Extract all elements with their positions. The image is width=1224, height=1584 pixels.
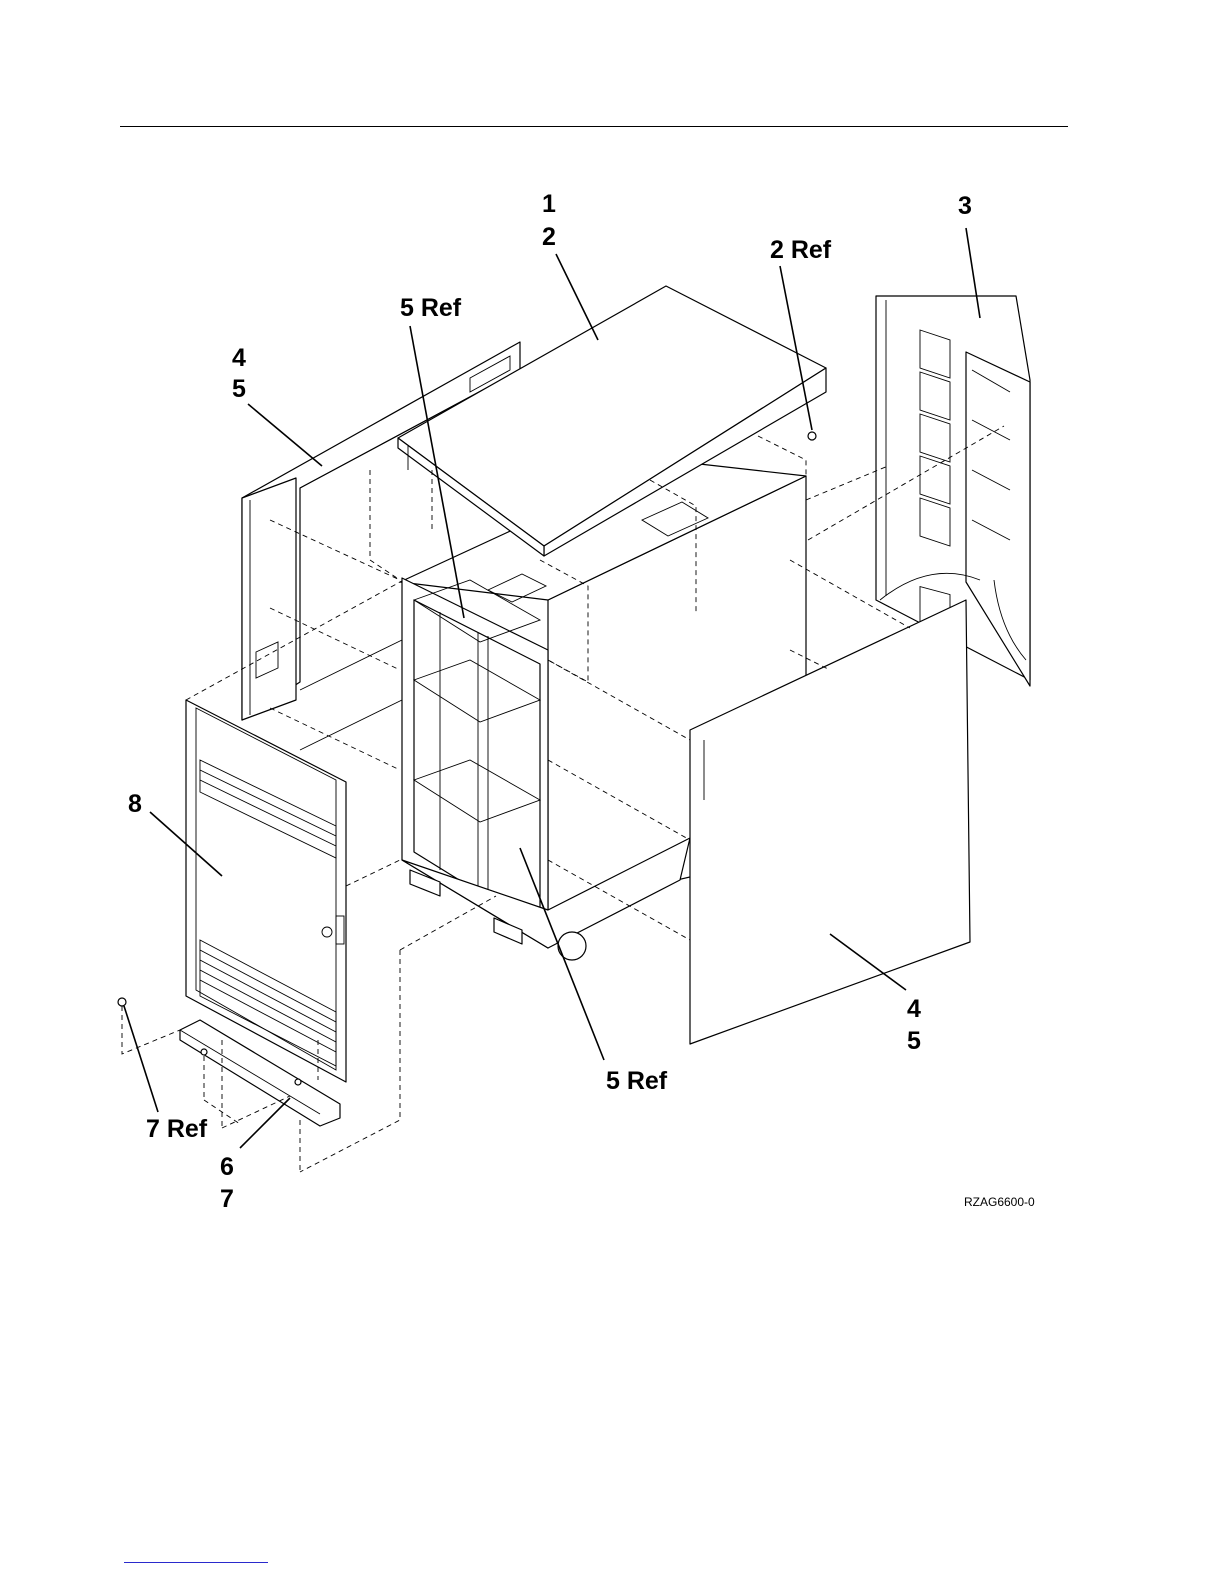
callout-1: 1: [542, 190, 556, 218]
callout-5-left: 5: [232, 375, 246, 403]
callout-5-right: 5: [907, 1027, 921, 1055]
callout-5-ref-bottom: 5 Ref: [606, 1067, 668, 1095]
front-cover: [186, 700, 346, 1082]
callout-6: 6: [220, 1153, 234, 1181]
callout-2-ref: 2 Ref: [770, 236, 832, 264]
callout-2: 2: [542, 223, 556, 251]
callout-7: 7: [220, 1185, 234, 1213]
figure-id: RZAG6600-0: [964, 1195, 1035, 1209]
callout-3: 3: [958, 192, 972, 220]
callout-4-left: 4: [232, 344, 246, 372]
callout-4-right: 4: [907, 995, 921, 1023]
footer-link-rule: [124, 1562, 268, 1563]
callout-5-ref-top: 5 Ref: [400, 294, 462, 322]
callout-7-ref: 7 Ref: [146, 1115, 208, 1143]
callout-8: 8: [128, 790, 142, 818]
